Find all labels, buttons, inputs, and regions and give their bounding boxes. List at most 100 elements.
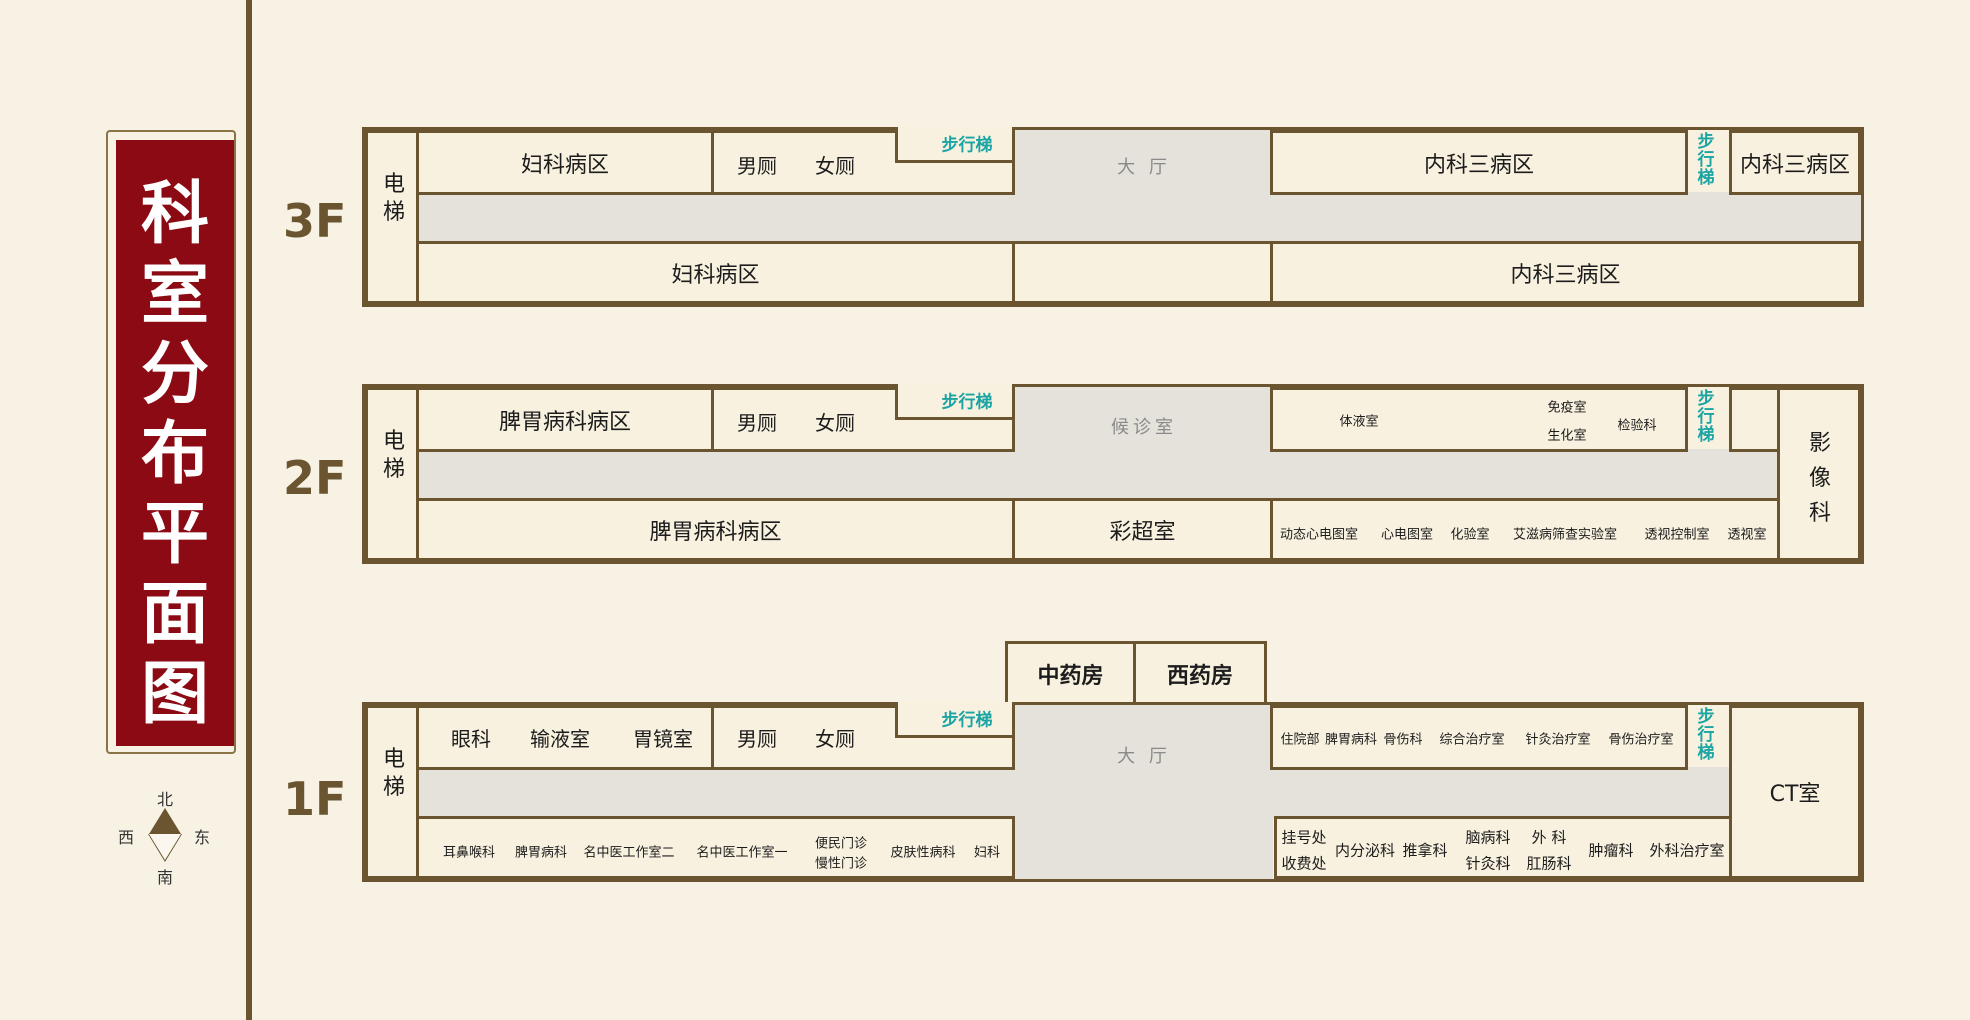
title-char: 分 [140,334,209,414]
room-assay: 化验室 [1450,527,1490,543]
compass-arrow-icon [149,808,181,834]
compass-east: 东 [194,828,211,847]
room-spleen-stomach-ward-north: 脾胃病科病区 [416,387,714,452]
room-small-north [1729,387,1783,452]
room-acupuncture: 针灸科 [1465,854,1511,873]
waiting-area [1011,387,1273,499]
room-fluoroscopy-control: 透视控制室 [1644,527,1710,543]
room-infusion: 输液室 [530,727,590,751]
hall-label: 大 厅 [1117,746,1171,767]
divider-line [246,0,252,1020]
compass-north: 北 [157,790,174,809]
room-endocrinology: 内分泌科 [1334,841,1396,860]
stairs-left [895,384,1015,420]
elevator: 电梯 [365,387,419,561]
room-dermatology: 皮肤性病科 [890,845,956,861]
elevator-label: 电梯 [382,429,405,482]
page-title: 科 室 分 布 平 面 图 [116,140,234,746]
elevator: 电梯 [365,705,419,879]
stairs-left-label: 步行梯 [941,710,993,731]
room-dynamic-ecg: 动态心电图室 [1279,527,1359,543]
hall-area [1011,130,1273,242]
room-ct: CT室 [1729,705,1861,879]
floor-label-3f: 3F [283,194,347,248]
title-char: 面 [140,574,209,654]
toilet-male: 男厕 [737,411,777,435]
room-orthopedics: 骨伤科 [1383,732,1423,748]
hall-label: 大 厅 [1117,157,1171,178]
toilet-male: 男厕 [737,727,777,751]
stairs-right-label: 步行梯 [1697,389,1715,445]
stairs-left [895,127,1015,163]
room-inpatient: 住院部 [1280,732,1320,748]
room-fluoroscopy: 透视室 [1727,527,1767,543]
room-western-pharmacy: 西药房 [1133,641,1267,706]
room-spleen-stomach-ward-south: 脾胃病科病区 [416,498,1015,561]
room-imaging: 影像科 [1777,387,1861,561]
stairs-left-label: 步行梯 [941,135,993,156]
room-spleen-stomach-clinic: 脾胃病科 [514,845,568,861]
room-convenience-clinic: 便民门诊 [814,836,868,852]
room-outpatient-north [416,705,714,770]
toilet-female: 女厕 [815,154,855,178]
room-registration-area [1274,816,1732,879]
room-ent: 耳鼻喉科 [442,845,496,861]
title-char: 图 [140,654,209,734]
stairs-left [895,702,1015,738]
room-body-fluid: 体液室 [1339,414,1379,430]
room-inpatient-north [1270,705,1688,770]
floor-2f: 电梯 脾胃病科病区 男厕 女厕 步行梯 候诊室 体液室 免疫室 生化室 检验科 … [362,384,1864,564]
floor-label-1f: 1F [283,772,347,826]
room-internal-medicine-ward-south: 内科三病区 [1270,241,1861,304]
room-orthopedic-treatment: 骨伤治疗室 [1608,732,1674,748]
room-hall-south [1012,241,1273,304]
room-general-treatment: 综合治疗室 [1439,732,1505,748]
room-surgery: 外 科 [1531,828,1567,847]
hall-area [1011,705,1273,879]
waiting-room-label: 候诊室 [1111,417,1177,438]
room-lab-dept: 检验科 [1617,418,1657,434]
toilet-male: 男厕 [737,154,777,178]
room-outpatient-south [416,816,1015,879]
room-gynecology-ward-south: 妇科病区 [416,241,1015,304]
room-biochemistry: 生化室 [1547,428,1587,444]
toilet-female: 女厕 [815,727,855,751]
room-gynecology: 妇科 [973,845,1001,861]
room-cashier: 收费处 [1281,854,1327,873]
room-immunology: 免疫室 [1547,400,1587,416]
room-oncology: 肿瘤科 [1588,841,1634,860]
toilet-female: 女厕 [815,411,855,435]
room-gastroscope: 胃镜室 [633,727,693,751]
title-char: 平 [140,494,209,574]
room-surgery-treatment: 外科治疗室 [1649,841,1725,860]
title-frame [106,130,236,754]
title-char: 室 [140,254,209,334]
compass-arrow-tail-fill-icon [149,834,181,860]
room-internal-medicine-ward-far: 内科三病区 [1729,130,1861,195]
room-laboratory [1270,387,1688,452]
floor-1f: 电梯 眼科 输液室 胃镜室 男厕 女厕 步行梯 大 厅 住院部 脾胃病科 骨伤科… [362,702,1864,882]
room-eye: 眼科 [451,727,491,751]
floor-label-2f: 2F [283,451,347,505]
title-char: 布 [140,414,209,494]
room-ecg-area [1270,498,1780,561]
room-famous-doctor-1: 名中医工作室一 [696,845,788,861]
room-anorectal: 肛肠科 [1526,854,1572,873]
room-aids-screening: 艾滋病筛查实验室 [1512,527,1618,543]
room-acupuncture-treatment: 针灸治疗室 [1525,732,1591,748]
room-famous-doctor-2: 名中医工作室二 [583,845,675,861]
elevator: 电梯 [365,130,419,304]
floor-3f: 电梯 妇科病区 男厕 女厕 步行梯 大 厅 内科三病区 步行梯 内科三病区 妇科… [362,127,1864,307]
room-ultrasound: 彩超室 [1012,498,1273,561]
elevator-label: 电梯 [382,747,405,800]
compass: 北 西 东 南 [110,786,220,887]
room-spleen-stomach: 脾胃病科 [1324,732,1378,748]
stairs-left-label: 步行梯 [941,392,993,413]
stairs-right-label: 步行梯 [1697,132,1715,188]
stairs-right-label: 步行梯 [1697,707,1715,763]
room-internal-medicine-ward-north: 内科三病区 [1270,130,1688,195]
compass-south: 南 [157,868,174,887]
compass-west: 西 [118,828,135,847]
room-encephalopathy: 脑病科 [1465,828,1511,847]
room-registration: 挂号处 [1281,828,1327,847]
